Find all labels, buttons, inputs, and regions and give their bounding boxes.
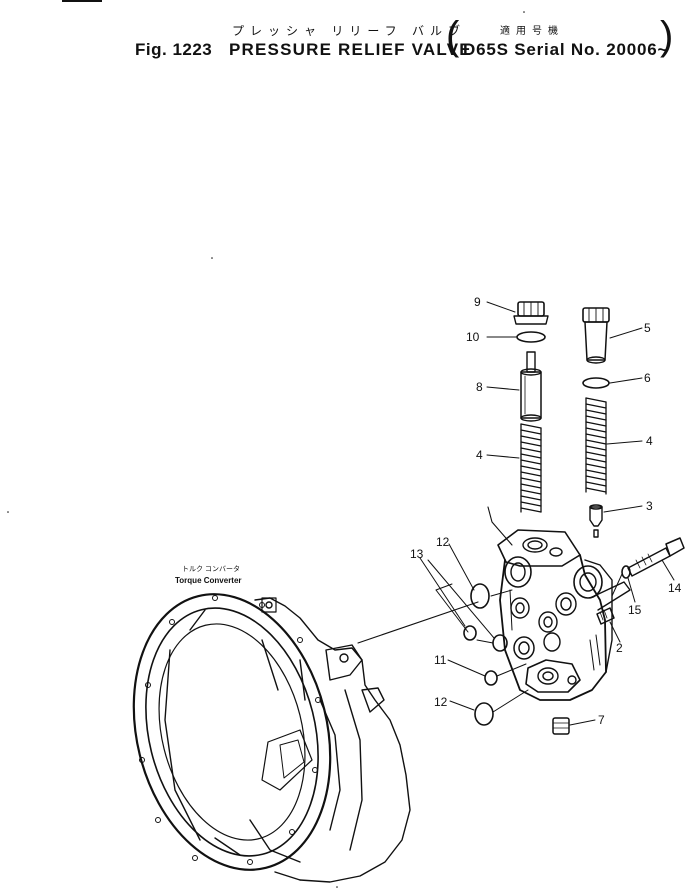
callout-11: 11	[434, 653, 447, 667]
o-ring-12-bottom	[474, 702, 494, 726]
figure-number: Fig. 1223	[135, 40, 213, 59]
snap-ring-15	[621, 565, 631, 579]
callout-9: 9	[474, 295, 481, 309]
serial-applicability: D65S Serial No. 20006~	[463, 40, 669, 59]
callout-12-bottom: 12	[434, 695, 448, 709]
o-ring-6	[582, 377, 610, 389]
o-ring-13	[463, 625, 477, 641]
callout-4-left: 4	[476, 448, 483, 462]
callout-3: 3	[646, 499, 653, 513]
torque-converter-housing	[132, 593, 411, 883]
o-ring-10	[516, 331, 546, 343]
bracket-open: (	[446, 14, 460, 58]
callout-7: 7	[598, 713, 605, 727]
callout-13: 13	[410, 547, 424, 561]
torque-converter-label-jp: トルク コンバータ	[182, 564, 240, 573]
applicability-japanese: 適用号機	[500, 26, 564, 37]
page-title: PRESSURE RELIEF VALVE	[229, 40, 472, 59]
plug-7	[552, 717, 570, 735]
spring-4-left	[520, 423, 542, 513]
callout-2: 2	[616, 641, 623, 655]
o-ring-11	[484, 670, 498, 686]
callout-leaders	[419, 301, 675, 726]
callout-6: 6	[644, 371, 651, 385]
poppet-3	[589, 504, 603, 538]
torque-converter-label: Torque Converter	[175, 576, 242, 585]
title-japanese: プレッシャ リリーフ バルブ	[232, 24, 466, 38]
o-ring-12-top	[470, 583, 490, 609]
top-edge-mark	[62, 0, 102, 2]
assembly-lines	[435, 573, 623, 713]
callout-4-right: 4	[646, 434, 653, 448]
plug-9	[513, 301, 549, 325]
callout-10: 10	[466, 330, 480, 344]
callout-15: 15	[628, 603, 642, 617]
spring-4-right	[585, 397, 607, 495]
callout-8: 8	[476, 380, 483, 394]
bracket-line	[487, 506, 513, 546]
bracket-close: )	[660, 14, 674, 58]
plug-5	[582, 307, 610, 364]
bolt-14	[627, 537, 685, 577]
piston-8	[520, 351, 542, 422]
mounting-leader-line	[357, 601, 479, 644]
plug-2	[596, 607, 615, 625]
callout-14: 14	[668, 581, 682, 595]
callout-5: 5	[644, 321, 651, 335]
relief-valve-body	[497, 529, 631, 701]
callout-12-top: 12	[436, 535, 450, 549]
